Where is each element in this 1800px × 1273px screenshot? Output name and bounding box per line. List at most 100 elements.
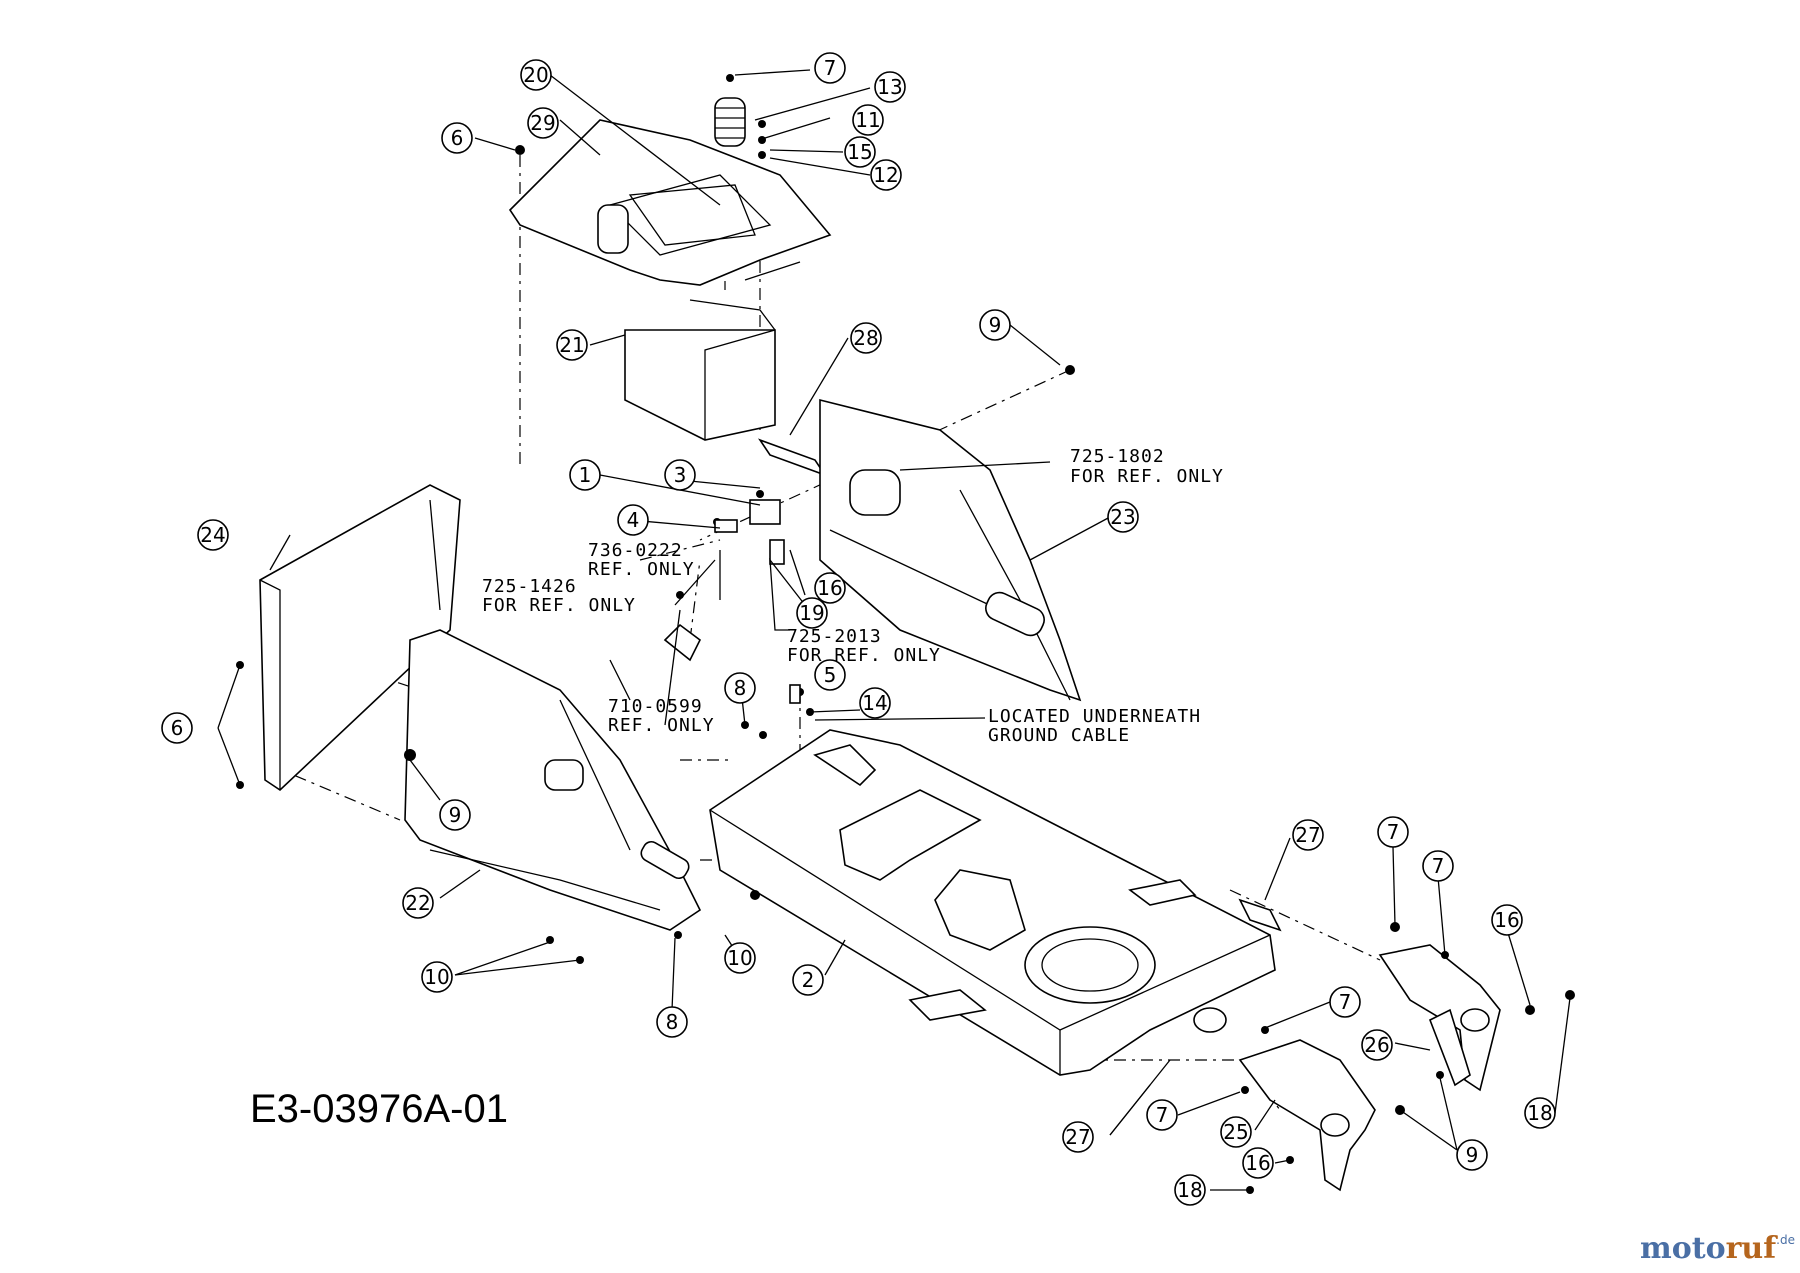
svg-text:FOR REF. ONLY: FOR REF. ONLY [1070,466,1224,487]
drawing-code: E3-03976A-01 [250,1087,508,1131]
callout-7: 7 [1422,850,1454,882]
svg-text:2: 2 [802,968,815,992]
callout-7: 7 [1329,986,1361,1018]
svg-text:725-2013: 725-2013 [787,626,882,647]
svg-text:GROUND CABLE: GROUND CABLE [988,725,1130,746]
note-725-1802: 725-1802 FOR REF. ONLY [1070,446,1224,487]
note-710-0599: 710-0599 REF. ONLY [608,696,715,736]
callout-7: 7 [1377,816,1409,848]
svg-text:20: 20 [523,63,548,87]
svg-text:18: 18 [1527,1101,1552,1125]
callout-16: 16 [814,572,846,604]
callout-24: 24 [197,519,229,551]
svg-text:7: 7 [1387,820,1400,844]
svg-text:8: 8 [666,1010,679,1034]
right-side-panel [819,398,1082,702]
svg-text:motoruf.de: motoruf.de [1640,1231,1795,1266]
svg-text:23: 23 [1110,505,1135,529]
svg-text:10: 10 [727,946,752,970]
svg-text:9: 9 [449,803,462,827]
svg-text:13: 13 [877,75,902,99]
callout-4: 4 [617,504,649,536]
svg-text:15: 15 [847,140,872,164]
svg-text:3: 3 [674,463,687,487]
callout-8: 8 [656,1006,688,1038]
callout-20: 20 [520,59,552,91]
note-736-0222: 736-0222 REF. ONLY [588,540,695,580]
svg-text:7: 7 [1156,1103,1169,1127]
svg-text:736-0222: 736-0222 [588,540,683,561]
svg-text:725-1802: 725-1802 [1070,446,1165,467]
svg-text:4: 4 [627,508,640,532]
svg-text:27: 27 [1065,1125,1090,1149]
callout-3: 3 [664,459,696,491]
svg-text:710-0599: 710-0599 [608,696,703,717]
svg-text:10: 10 [424,965,449,989]
note-725-1426: 725-1426 FOR REF. ONLY [482,576,636,616]
svg-text:7: 7 [1432,854,1445,878]
left-side-panel [404,629,702,931]
callout-12: 12 [870,159,902,191]
svg-text:9: 9 [1466,1143,1479,1167]
svg-text:11: 11 [855,108,880,132]
svg-text:1: 1 [579,463,592,487]
svg-text:6: 6 [451,126,464,150]
svg-text:21: 21 [559,333,584,357]
svg-text:FOR REF. ONLY: FOR REF. ONLY [482,595,636,616]
svg-text:16: 16 [1494,908,1519,932]
callout-7: 7 [814,52,846,84]
svg-text:REF. ONLY: REF. ONLY [608,715,715,736]
callout-9: 9 [439,799,471,831]
front-axle-support [1238,898,1282,932]
callout-22: 22 [402,887,434,919]
svg-text:12: 12 [873,163,898,187]
callout-10: 10 [724,942,756,974]
svg-text:25: 25 [1223,1120,1248,1144]
svg-text:725-1426: 725-1426 [482,576,577,597]
callout-5: 5 [814,659,846,691]
callout-2: 2 [792,964,824,996]
callout-19: 19 [796,597,828,629]
callout-10: 10 [421,961,453,993]
front-brackets [1238,944,1501,1192]
svg-text:26: 26 [1364,1033,1389,1057]
callout-15: 15 [844,136,876,168]
svg-text:22: 22 [405,891,430,915]
svg-text:28: 28 [853,326,878,350]
svg-text:REF. ONLY: REF. ONLY [588,559,695,580]
callout-9: 9 [979,309,1011,341]
dash-panel-plate [508,119,832,286]
watermark-logo: motoruf.de [1640,1231,1795,1266]
svg-text:19: 19 [799,601,824,625]
svg-text:LOCATED UNDERNEATH: LOCATED UNDERNEATH [988,706,1201,727]
leader-lines [217,69,1571,1191]
callout-13: 13 [874,71,906,103]
rear-panel [259,484,461,792]
svg-text:5: 5 [824,663,837,687]
svg-text:FOR REF. ONLY: FOR REF. ONLY [787,645,941,666]
battery-box [624,299,776,441]
svg-text:9: 9 [989,313,1002,337]
spring [714,97,746,147]
callout-18: 18 [1524,1097,1556,1129]
callout-16: 16 [1242,1147,1274,1179]
main-frame [709,729,1276,1076]
svg-text:24: 24 [200,523,225,547]
callout-6: 6 [441,122,473,154]
callout-14: 14 [859,687,891,719]
callout-27: 27 [1292,819,1324,851]
callout-11: 11 [852,104,884,136]
note-located-underneath: LOCATED UNDERNEATH GROUND CABLE [988,706,1201,746]
callout-21: 21 [556,329,588,361]
svg-text:29: 29 [530,111,555,135]
svg-text:8: 8 [734,676,747,700]
svg-text:16: 16 [1245,1151,1270,1175]
callout-25: 25 [1220,1116,1252,1148]
svg-text:18: 18 [1177,1178,1202,1202]
callout-6: 6 [161,712,193,744]
callout-1: 1 [569,459,601,491]
callout-23: 23 [1107,501,1139,533]
svg-text:6: 6 [171,716,184,740]
switch-components [663,499,801,704]
